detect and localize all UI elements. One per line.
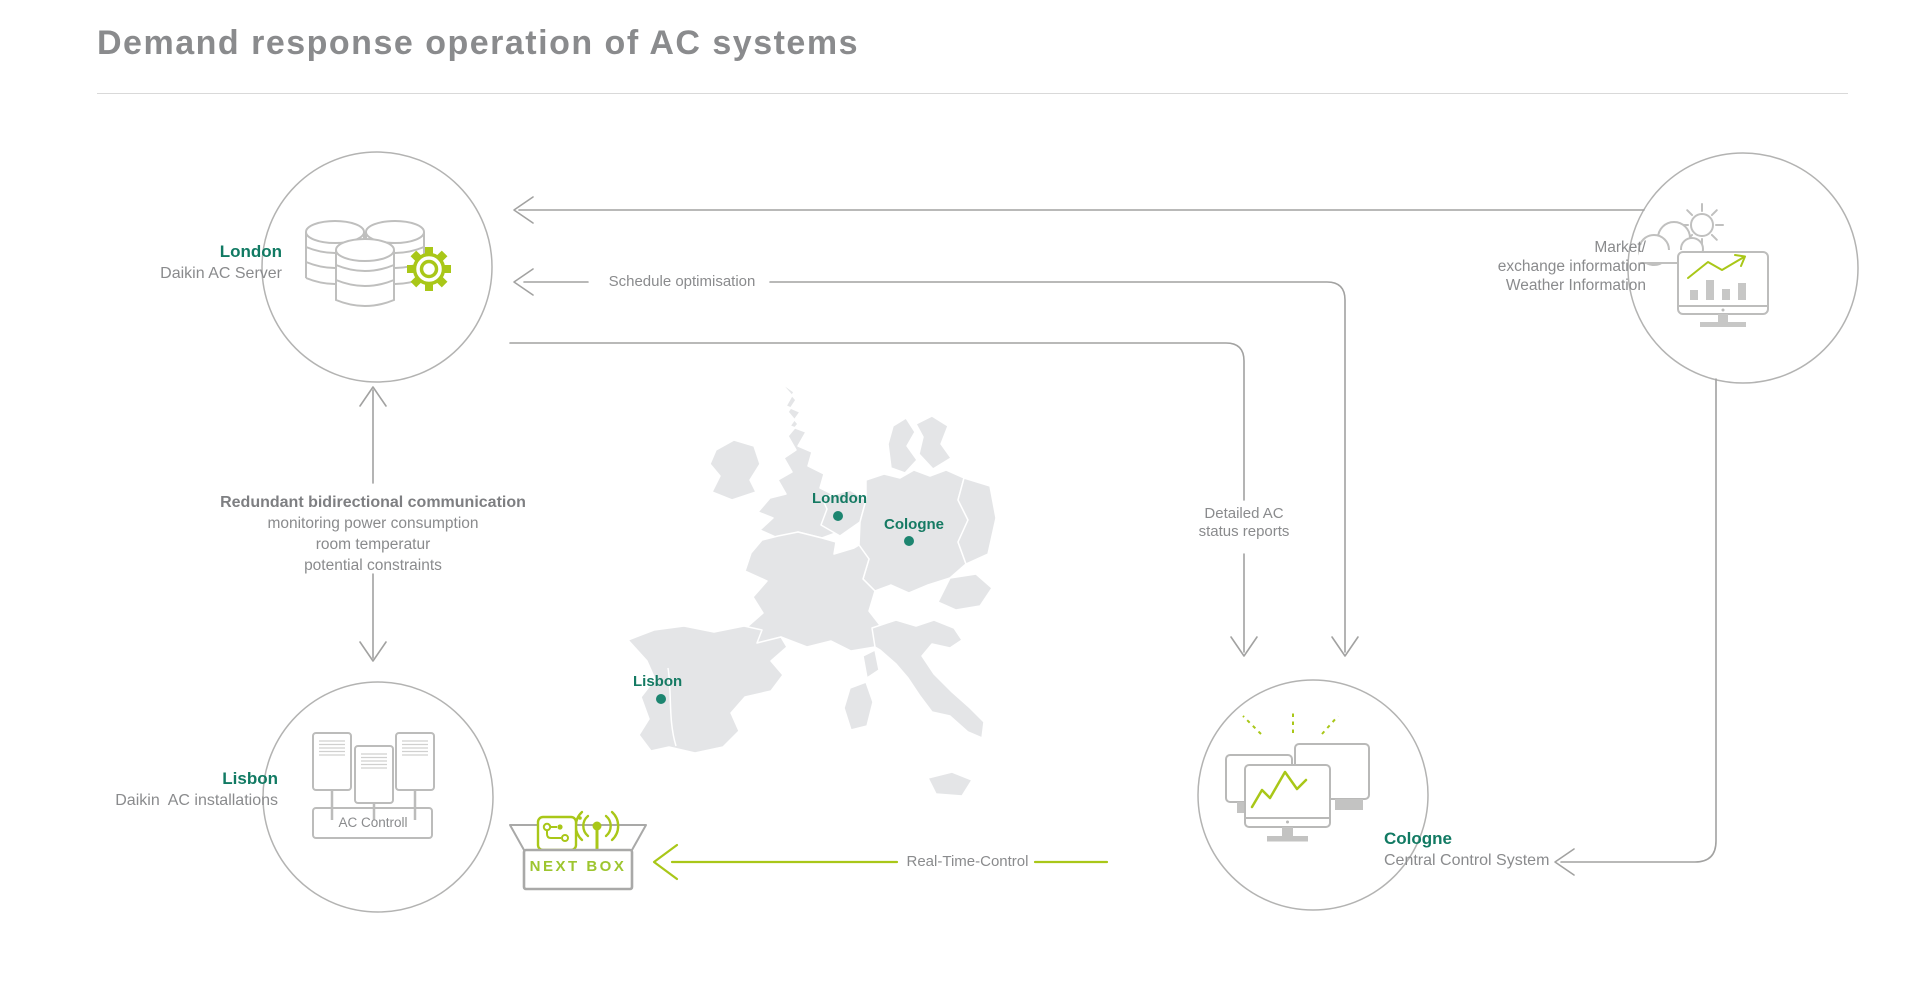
map-label-lisbon: Lisbon bbox=[633, 673, 683, 690]
database-icon bbox=[305, 220, 451, 307]
map-austria bbox=[937, 573, 993, 611]
bidirectional-item-2: room temperatur bbox=[315, 536, 431, 553]
map-label-london: London bbox=[812, 490, 867, 507]
status-flow-label: Detailed AC status reports bbox=[1164, 505, 1324, 541]
gear-icon bbox=[407, 247, 451, 291]
europe-map bbox=[627, 381, 997, 797]
antenna-icon bbox=[574, 810, 620, 852]
server-sublabel: Daikin AC Server bbox=[160, 265, 282, 282]
map-dot-cologne bbox=[904, 536, 914, 546]
circuit-icon bbox=[536, 815, 582, 852]
map-benelux bbox=[820, 489, 867, 537]
installations-sublabel: Daikin AC installations bbox=[115, 792, 278, 809]
realtime-flow-label: Real-Time-Control bbox=[906, 853, 1029, 870]
nextbox-icon bbox=[509, 810, 647, 891]
ac-controller-box bbox=[312, 807, 433, 839]
server-node-circle bbox=[261, 151, 493, 383]
arrowhead-up-bidirectional bbox=[359, 386, 387, 407]
market-monitor-icon bbox=[1677, 251, 1769, 327]
map-denmark bbox=[887, 417, 918, 474]
market-node-circle bbox=[1627, 152, 1859, 384]
status-flow-label-line1: Detailed AC bbox=[1204, 505, 1284, 522]
chart-zigzag-icon bbox=[1250, 770, 1308, 809]
map-iberia bbox=[627, 625, 788, 754]
control-sublabel: Central Control System bbox=[1384, 852, 1550, 869]
control-node-circle bbox=[1197, 679, 1429, 911]
market-line-1: Market/ bbox=[1594, 239, 1646, 256]
map-dot-london bbox=[833, 511, 843, 521]
arrowhead-down-schedule bbox=[1331, 636, 1359, 657]
schedule-flow-label: Schedule optimisation bbox=[608, 273, 756, 290]
page-title: Demand response operation of AC systems bbox=[97, 24, 859, 62]
ac-controller-label: AC Controll bbox=[338, 815, 408, 830]
flow-market-to-control-line bbox=[1560, 378, 1717, 863]
server-racks-icon bbox=[312, 732, 435, 839]
nextbox-label: NEXT BOX bbox=[529, 858, 627, 875]
market-line-2: exchange information bbox=[1497, 258, 1646, 275]
server-node-label: London Daikin AC Server bbox=[62, 241, 282, 285]
arrowhead-down-bidirectional bbox=[359, 641, 387, 662]
installations-node-label: Lisbon Daikin AC installations bbox=[40, 768, 278, 812]
map-portugal-border bbox=[667, 667, 677, 747]
market-weather-icon bbox=[1638, 203, 1769, 327]
control-city: Cologne bbox=[1384, 829, 1452, 848]
installations-city: Lisbon bbox=[222, 769, 278, 788]
map-france bbox=[744, 531, 884, 652]
signal-rays-icon bbox=[1242, 711, 1339, 735]
map-italy bbox=[871, 619, 985, 739]
sun-icon bbox=[1680, 203, 1724, 247]
arrowhead-left-top bbox=[513, 196, 534, 224]
flow-status-line-upper bbox=[509, 342, 1245, 501]
server-city: London bbox=[219, 242, 282, 261]
installations-node-circle bbox=[262, 681, 494, 913]
map-sweden bbox=[915, 415, 952, 470]
bidirectional-item-1: monitoring power consumption bbox=[267, 515, 479, 532]
bidirectional-title: Redundant bidirectional communication bbox=[220, 494, 526, 511]
control-monitors-icon bbox=[1225, 711, 1370, 842]
title-divider bbox=[97, 93, 1848, 94]
market-line-3: Weather Information bbox=[1505, 277, 1646, 294]
nextbox-front bbox=[522, 848, 634, 891]
map-poland bbox=[957, 477, 997, 565]
trend-arrow-icon bbox=[1687, 254, 1746, 279]
map-label-cologne: Cologne bbox=[884, 516, 944, 533]
status-flow-label-line2: status reports bbox=[1198, 523, 1290, 540]
arrowhead-left-realtime bbox=[652, 843, 679, 881]
control-node-label: Cologne Central Control System bbox=[1384, 828, 1664, 872]
map-corsica bbox=[862, 649, 880, 679]
bidirectional-flow-label: Redundant bidirectional communication mo… bbox=[173, 492, 573, 576]
arrowhead-left-schedule bbox=[513, 268, 534, 296]
market-node-label: Market/ exchange information Weather Inf… bbox=[1400, 238, 1646, 295]
map-ireland bbox=[709, 439, 761, 501]
flow-schedule-line bbox=[769, 281, 1346, 653]
arrowhead-down-status bbox=[1230, 636, 1258, 657]
map-sicily bbox=[927, 771, 973, 797]
map-dot-lisbon bbox=[656, 694, 666, 704]
map-sardinia bbox=[843, 681, 874, 731]
bidirectional-item-3: potential constraints bbox=[304, 557, 442, 574]
arrowhead-left-control bbox=[1554, 848, 1575, 876]
